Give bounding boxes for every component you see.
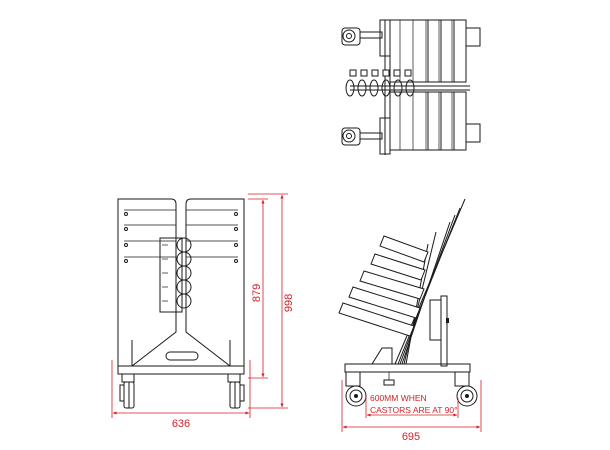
top-view-lower-castor [341,117,391,155]
side-view-rods [394,198,466,365]
front-view-dimensions [111,193,288,418]
front-view-left-castor [119,373,135,409]
front-view-right-castor [227,373,245,409]
front-view [117,198,245,409]
side-view-base [344,347,471,386]
side-view-upright [429,295,449,367]
castor-note-line1: 600MM WHEN [370,393,427,403]
dimension-front-width: 636 [172,418,190,430]
dimension-front-height-inner: 879 [251,284,263,302]
top-view [341,19,481,155]
side-view [338,198,478,407]
side-view-dimensions [341,380,482,432]
dimension-front-height-total: 998 [283,294,295,312]
front-view-right-panel [185,198,245,367]
side-view-left-castor [345,371,367,407]
front-view-base [117,340,245,375]
top-view-upper-castor [341,19,391,57]
side-view-shelves [338,235,429,337]
front-view-left-panel [117,198,177,367]
top-view-lower-shelves [389,91,481,151]
castor-note-line2: CASTORS ARE AT 90° [370,405,458,415]
top-view-upper-shelves [389,19,481,83]
front-view-tube-column [159,237,192,313]
top-view-tube-holders [345,69,470,97]
side-view-right-castor [454,371,478,407]
dimension-side-width: 695 [402,431,420,443]
